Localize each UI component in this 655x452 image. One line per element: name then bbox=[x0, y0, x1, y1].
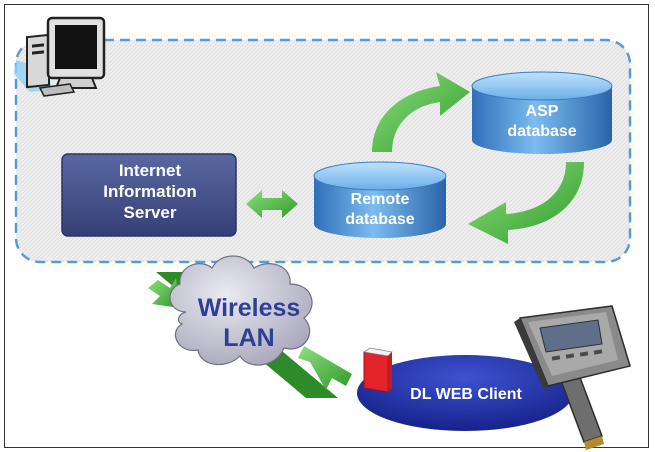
iis-line-3: Server bbox=[123, 203, 177, 222]
iis-server-label: Internet Information Server bbox=[66, 160, 234, 223]
wireless-lan-label: Wireless LAN bbox=[186, 293, 312, 353]
iis-line-2: Information bbox=[103, 182, 197, 201]
asp-db-line-1: ASP bbox=[525, 103, 559, 120]
wireless-cloud bbox=[169, 255, 313, 366]
remote-db-line-2: database bbox=[345, 211, 415, 228]
remote-db-label: Remote database bbox=[316, 190, 444, 230]
asp-db-label: ASP database bbox=[474, 102, 610, 142]
iis-server-box bbox=[61, 153, 237, 237]
dl-web-client-label: DL WEB Client bbox=[410, 386, 522, 403]
wireless-line-1: Wireless bbox=[197, 294, 301, 322]
remote-db-line-1: Remote bbox=[350, 191, 410, 208]
remote-database-cylinder bbox=[313, 161, 447, 238]
curved-arrow-to-remote bbox=[468, 162, 584, 244]
wireless-arrow-down bbox=[298, 346, 352, 390]
asp-db-line-2: database bbox=[507, 123, 577, 140]
red-book-icon bbox=[362, 347, 393, 393]
client-ellipse bbox=[357, 355, 573, 431]
handheld-scanner-icon bbox=[514, 305, 631, 450]
desktop-computer-icon bbox=[14, 16, 106, 97]
curved-arrow-to-asp bbox=[372, 72, 470, 152]
iis-line-1: Internet bbox=[118, 161, 182, 180]
asp-database-cylinder bbox=[471, 71, 613, 154]
double-arrow bbox=[246, 190, 298, 218]
wireless-line-2: LAN bbox=[223, 324, 275, 352]
